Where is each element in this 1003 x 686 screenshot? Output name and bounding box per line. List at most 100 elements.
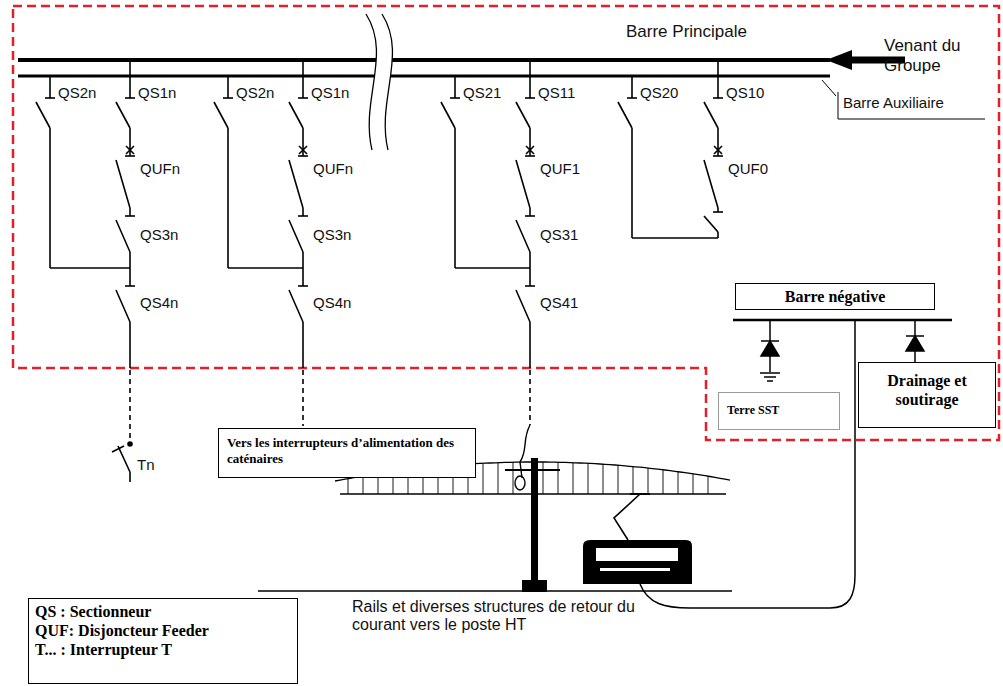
box-text: QUF: Disjoncteur Feeder — [35, 621, 291, 640]
feeder-column — [717, 232, 719, 238]
switch-label: QS3n — [140, 226, 178, 243]
enclosure-border — [13, 6, 999, 440]
switch-label: Tn — [137, 456, 155, 473]
breaker-label: QUFn — [313, 160, 353, 177]
catenary — [483, 463, 484, 494]
enclosure-border — [13, 6, 999, 440]
feeder-column — [631, 76, 633, 98]
feeder-column — [129, 208, 131, 216]
feeder-column — [289, 220, 303, 252]
catenary — [513, 462, 514, 494]
feeder-column — [129, 60, 131, 98]
box-text: Vers les interrupteurs d’alimentation de… — [227, 435, 467, 466]
mast — [522, 580, 547, 592]
ground-symbol — [760, 373, 780, 381]
return-wire — [640, 320, 855, 608]
feeder-column — [125, 285, 135, 287]
bus-bar — [18, 75, 830, 78]
feeder-column — [516, 220, 530, 252]
catenary — [363, 476, 364, 494]
switch-symbol — [112, 446, 124, 452]
leader-line — [838, 92, 985, 119]
switch-label: QS1n — [311, 84, 349, 101]
ground-symbol — [767, 380, 773, 382]
feeder-column — [289, 160, 303, 208]
box-text: Terre SST — [727, 403, 831, 417]
feeder-column — [525, 285, 535, 287]
feeder-column — [116, 160, 130, 208]
feeder-column — [302, 252, 304, 268]
feeder-column — [717, 60, 719, 98]
dashed-feeder — [302, 370, 304, 426]
drainage-box: Drainage et soutirage — [858, 362, 996, 428]
feeder-column — [704, 160, 718, 208]
switch-symbol — [129, 472, 131, 482]
feeder-column — [298, 285, 308, 287]
box-text: QS : Sectionneur — [35, 602, 291, 621]
train — [630, 493, 650, 495]
feeder-column — [298, 155, 308, 157]
mast — [505, 458, 560, 592]
feeder-column — [529, 208, 531, 216]
train — [583, 540, 692, 584]
feeder-column — [529, 252, 531, 268]
feeder-column — [228, 267, 303, 269]
feeder-column — [627, 97, 637, 99]
feeder-column — [450, 97, 460, 99]
bar-label-box: Barre négative — [735, 283, 935, 310]
negative-bar — [733, 319, 952, 322]
feeder-column — [455, 267, 530, 269]
feeder-column — [516, 290, 530, 322]
feeder-column — [302, 60, 304, 98]
catenary — [708, 476, 709, 494]
train — [600, 568, 670, 571]
feeder-column — [529, 322, 531, 368]
feeder-column — [302, 208, 304, 216]
feeder-column — [129, 252, 131, 268]
feeder-column — [116, 102, 130, 128]
switch-label: QS21 — [463, 84, 501, 101]
feeder-column — [525, 215, 535, 217]
dashed-feeder — [129, 370, 131, 440]
feeder-column — [302, 322, 304, 368]
note-text: Rails et diverses structures de retour d… — [352, 598, 664, 635]
catenary-note-box: Vers les interrupteurs d’alimentation de… — [218, 428, 476, 478]
switch-label: QS1n — [138, 84, 176, 101]
switch-symbol — [128, 442, 132, 446]
breaker-label: QUF0 — [728, 160, 768, 177]
feeder-column — [49, 76, 51, 98]
catenary — [648, 468, 649, 494]
feeder-column — [713, 155, 723, 157]
feeder-column — [632, 237, 718, 239]
feeder-column — [129, 322, 131, 368]
box-text: Barre négative — [742, 287, 928, 306]
feeder-column — [289, 102, 303, 128]
diode-symbol — [761, 341, 779, 356]
feeder-column — [516, 160, 530, 208]
train — [614, 494, 640, 540]
feeder-column — [49, 128, 51, 268]
feeder-column — [289, 290, 303, 322]
feeder-column — [525, 155, 535, 157]
feeder-column — [529, 128, 531, 150]
feeder-column — [529, 268, 531, 286]
box-text: T... : Interrupteur T — [35, 640, 291, 659]
feeder-column — [302, 150, 304, 156]
feeder-column — [36, 102, 50, 128]
feeder-column — [441, 102, 455, 128]
switch-label: QS10 — [726, 84, 764, 101]
feeder-column — [223, 97, 233, 99]
catenary — [693, 474, 694, 494]
feeder-column — [50, 267, 130, 269]
switch-symbol — [118, 446, 130, 472]
feeder-column — [125, 97, 135, 99]
diode-symbol — [906, 336, 924, 351]
switch-symbol — [112, 442, 132, 482]
ground-symbol — [764, 376, 776, 378]
ground-symbol — [760, 372, 780, 374]
catenary — [678, 472, 679, 494]
switch-label: QS11 — [538, 84, 575, 101]
feeder-column — [45, 97, 55, 99]
break-symbol — [366, 14, 376, 150]
feeder-column — [129, 268, 131, 286]
